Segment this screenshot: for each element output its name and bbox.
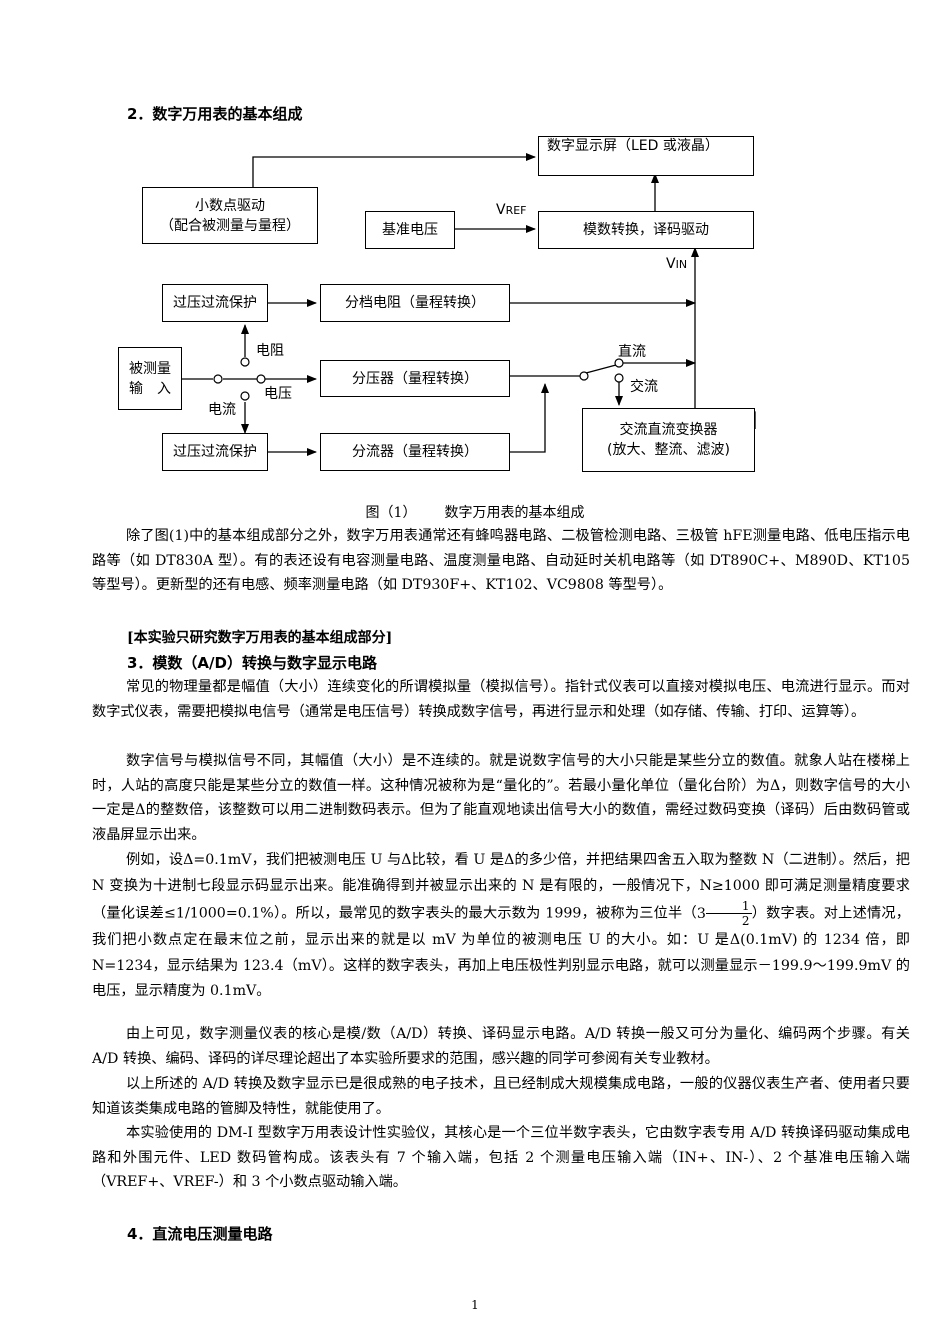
input-line1: 被测量 [129,360,171,377]
vin-label: VIN [666,256,688,272]
protection-top-label: 过压过流保护 [173,295,257,311]
voltage-divider-label: 分压器（量程转换） [352,370,478,387]
adc-box: 模数转换，译码驱动 [538,211,754,249]
experiment-note: [本实验只研究数字万用表的基本组成部分] [127,630,393,646]
paragraph-core: 由上可见，数字测量仪表的核心是模/数（A/D）转换、译码显示电路。A/D 转换一… [92,1026,910,1067]
arrow-decimal-to-display [252,153,536,187]
dc-label: 直流 [618,344,646,360]
fraction-denominator: 2 [741,914,750,928]
decimal-driver-box: 小数点驱动 （配合被测量与量程） [142,187,318,244]
switch-contact-ac [614,373,624,383]
reference-voltage-box: 基准电压 [365,211,455,249]
page-number: 1 [471,1298,479,1312]
protection-bottom-label: 过压过流保护 [173,444,257,460]
voltage-divider-box: 分压器（量程转换） [320,360,510,397]
decimal-driver-line2: （配合被测量与量程） [160,217,300,234]
section-2-heading: 2．数字万用表的基本组成 [127,105,303,123]
protection-top-box: 过压过流保护 [162,284,268,322]
figure-caption: 图（1） 数字万用表的基本组成 [0,502,950,522]
vref-label: VREF [496,202,527,218]
dcac-switch-blade [585,364,617,374]
resistance-label: 电阻 [256,343,284,359]
paragraph-analog: 常见的物理量都是幅值（大小）连续变化的所谓模拟量（模拟信号）。指针式仪表可以直接… [92,679,910,720]
adc-label: 模数转换，译码驱动 [583,222,709,238]
section-3-heading: 3．模数（A/D）转换与数字显示电路 [127,654,377,672]
switch-contact-current [240,391,250,401]
resistor-divider-box: 分档电阻（量程转换） [320,284,510,322]
acdc-line2: (放大、整流、滤波) [607,442,730,458]
switch-contact-resistance [240,357,250,367]
arrow-shunt-up [510,383,549,453]
resistor-divider-label: 分档电阻（量程转换） [345,295,485,311]
switch-contact-common [579,371,589,381]
shunt-label: 分流器（量程转换） [352,444,478,460]
switch-contact-input [213,374,223,384]
example-text-part1: 例如，设Δ=0.1mV，我们把被测电压 U 与Δ比较，看 U 是Δ的多少倍，并把… [92,852,910,922]
acdc-converter-box: 交流直流变换器 (放大、整流、滤波) [582,408,755,472]
voltage-label: 电压 [264,386,292,402]
paragraph-extras: 除了图(1)中的基本组成部分之外，数字万用表通常还有蜂鸣器电路、二极管检测电路、… [92,528,910,593]
display-box: 数字显示屏（LED 或液晶） [538,136,754,176]
fraction-numerator: 1 [705,899,752,914]
paragraph-quantization: 数字信号与模拟信号不同，其幅值（大小）是不连续的。就是说数字信号的大小只能是某些… [92,753,911,843]
block-diagram: 数字显示屏（LED 或液晶） 小数点驱动 （配合被测量与量程） 基准电压 模数转… [100,132,800,482]
example-text-part2: ）数字表。对上述情况，我们把小数点定在最末位之前，显示出来的就是以 mV 为单位… [92,905,910,1000]
protection-bottom-box: 过压过流保护 [162,433,268,471]
section-4-heading: 4．直流电压测量电路 [127,1225,273,1243]
reference-voltage-label: 基准电压 [382,222,438,238]
display-label: 数字显示屏（LED 或液晶） [547,138,719,154]
input-line2: 输 入 [129,380,171,397]
figure-title: 数字万用表的基本组成 [444,505,585,521]
switch-contact-voltage [256,374,266,384]
shunt-box: 分流器（量程转换） [320,433,510,471]
ac-label: 交流 [630,379,658,395]
diagram-connectors [182,153,756,456]
decimal-driver-line1: 小数点驱动 [195,197,265,214]
input-box: 被测量 输 入 [118,347,182,410]
fraction-whole: 3 [696,905,706,922]
paragraph-dm1: 本实验使用的 DM-I 型数字万用表设计性实验仪，其核心是一个三位半数字表头，它… [92,1125,910,1190]
paragraph-mature: 以上所述的 A/D 转换及数字显示已是很成熟的电子技术，且已经制成大规模集成电路… [92,1076,910,1117]
switch-contact-dc [614,358,624,368]
acdc-line1: 交流直流变换器 [619,422,718,438]
current-label: 电流 [208,402,236,418]
paragraph-example: 例如，设Δ=0.1mV，我们把被测电压 U 与Δ比较，看 U 是Δ的多少倍，并把… [92,848,910,1005]
figure-number: 图（1） [365,505,417,521]
